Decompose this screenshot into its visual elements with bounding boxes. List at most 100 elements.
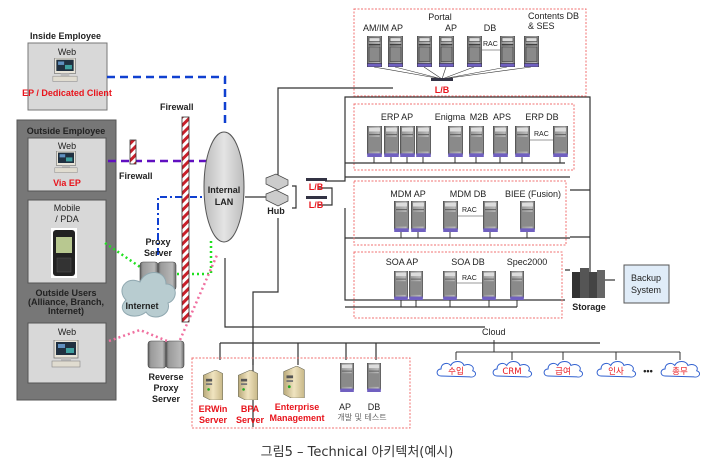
connector-line: [441, 66, 532, 80]
main-firewall-label: Firewall: [160, 102, 194, 112]
connector-line: [441, 66, 508, 80]
reverse-proxy-label-1: Reverse: [148, 372, 183, 382]
server-rack-icon: [439, 36, 454, 67]
aps-label: APS: [493, 112, 511, 122]
pink-dot-link: [108, 254, 219, 345]
server-rack-icon: [411, 201, 426, 232]
server-rack-icon: [524, 36, 539, 67]
backup-label-1: Backup: [631, 273, 661, 283]
inside-web-label: Web: [58, 47, 76, 57]
bpa-label-2: Server: [236, 415, 265, 425]
outside-users-sub2: Internet): [48, 306, 84, 316]
dev-db-server-icon: [367, 363, 381, 392]
internet-label: Internet: [125, 301, 158, 311]
outside-employee-panel: Outside Employee Web Via EP Mobile / PDA…: [16, 119, 117, 401]
cloud-service-1: CRM: [492, 361, 533, 378]
proxy-label-2: Server: [144, 248, 173, 258]
portal-ses-label: & SES: [528, 21, 555, 31]
cloud-service-0: 수입: [436, 361, 477, 378]
via-ep-label: Via EP: [53, 178, 81, 188]
server-rack-icon: [394, 201, 409, 232]
server-rack-icon: [500, 36, 515, 67]
spec2000-label: Spec2000: [507, 257, 548, 267]
inside-employee-title: Inside Employee: [30, 31, 101, 41]
m2b-label: M2B: [470, 112, 489, 122]
proxy-label-1: Proxy: [145, 237, 170, 247]
portal-lb-label: L/B: [435, 85, 450, 95]
server-rack-icon: [520, 201, 535, 232]
em-label-1: Enterprise: [275, 402, 320, 412]
load-balancer-icon: [306, 196, 327, 199]
portal-title: Portal: [428, 12, 452, 22]
dev-db-label: DB: [368, 402, 381, 412]
em-label-2: Management: [269, 413, 324, 423]
server-rack-icon: [448, 126, 463, 157]
desktop-pc-icon: [52, 58, 78, 82]
server-rack-icon: [469, 126, 484, 157]
mdm-rac-label: RAC: [462, 207, 477, 214]
erwin-label-2: Server: [199, 415, 228, 425]
server-rack-icon: [467, 36, 482, 67]
internal-lan-label2: LAN: [215, 197, 234, 207]
mdm-db-label: MDM DB: [450, 189, 487, 199]
reverse-proxy-icon: [147, 340, 185, 369]
server-rack-icon: [482, 271, 496, 300]
outside-users-sub1: (Alliance, Branch,: [28, 297, 104, 307]
bpa-server-icon: [238, 370, 258, 400]
storage-label: Storage: [572, 302, 606, 312]
cloud-service-2: 급여: [543, 361, 584, 378]
server-rack-icon: [400, 126, 415, 157]
biee-label: BIEE (Fusion): [505, 189, 561, 199]
mobile-phone-icon: [51, 228, 77, 278]
portal-db-label: DB: [484, 23, 497, 33]
connector-line: [423, 66, 443, 80]
cloud-service-label: 인사: [608, 366, 624, 377]
load-balancer-icon: [431, 78, 453, 81]
connector-line: [373, 66, 443, 80]
cloud-bus: [455, 340, 681, 360]
reverse-proxy-label-3: Server: [152, 394, 181, 404]
pda-label: / PDA: [55, 214, 79, 224]
internet-cloud-icon: [121, 272, 176, 318]
hub-icon: [265, 173, 289, 207]
portal-amim-label: AM/IM AP: [363, 23, 403, 33]
mdm-ap-label: MDM AP: [390, 189, 426, 199]
proxy-blue-link: [157, 196, 206, 255]
erwin-label-1: ERWin: [199, 404, 228, 414]
server-rack-icon: [367, 36, 382, 67]
network-lines: [219, 87, 615, 427]
inside-employee-panel: Web EP / Dedicated Client: [22, 42, 112, 111]
server-rack-icon: [493, 126, 508, 157]
server-rack-icon: [510, 271, 524, 300]
enigma-label: Enigma: [435, 112, 466, 122]
main-firewall-icon: [181, 116, 190, 323]
internal-lan-node: [203, 131, 245, 243]
dev-ap-server-icon: [340, 363, 354, 392]
server-rack-icon: [367, 126, 382, 157]
reverse-proxy-label-2: Proxy: [153, 383, 178, 393]
erp-ap-label: ERP AP: [381, 112, 413, 122]
zone-portal: Portal AM/IM AP AP DB Contents DB & SES …: [353, 8, 587, 97]
connector-line: [394, 66, 443, 80]
ep-dedicated-label: EP / Dedicated Client: [22, 88, 112, 98]
portal-contents-label: Contents DB: [528, 11, 579, 21]
bpa-label-1: BPA: [241, 404, 260, 414]
server-rack-icon: [409, 271, 423, 300]
server-rack-icon: [443, 201, 458, 232]
connector-line: [441, 66, 447, 80]
cloud-service-label: 수입: [448, 367, 464, 377]
internal-lan-label1: Internal: [208, 185, 241, 195]
server-rack-icon: [394, 271, 408, 300]
blue-dash-link: [107, 75, 227, 128]
mobile-label: Mobile: [54, 203, 81, 213]
small-firewall-icon: [129, 139, 137, 165]
zone-erp: ERP AP Enigma M2B APS ERP DB RAC: [345, 103, 575, 171]
server-rack-icon: [384, 126, 399, 157]
soa-db-label: SOA DB: [451, 257, 485, 267]
cloud-service-label: 급여: [555, 366, 571, 377]
cloud-label: Cloud: [482, 327, 506, 337]
cloud-service-label: CRM: [502, 367, 521, 377]
server-rack-icon: [443, 271, 457, 300]
connector-line: [441, 66, 475, 80]
